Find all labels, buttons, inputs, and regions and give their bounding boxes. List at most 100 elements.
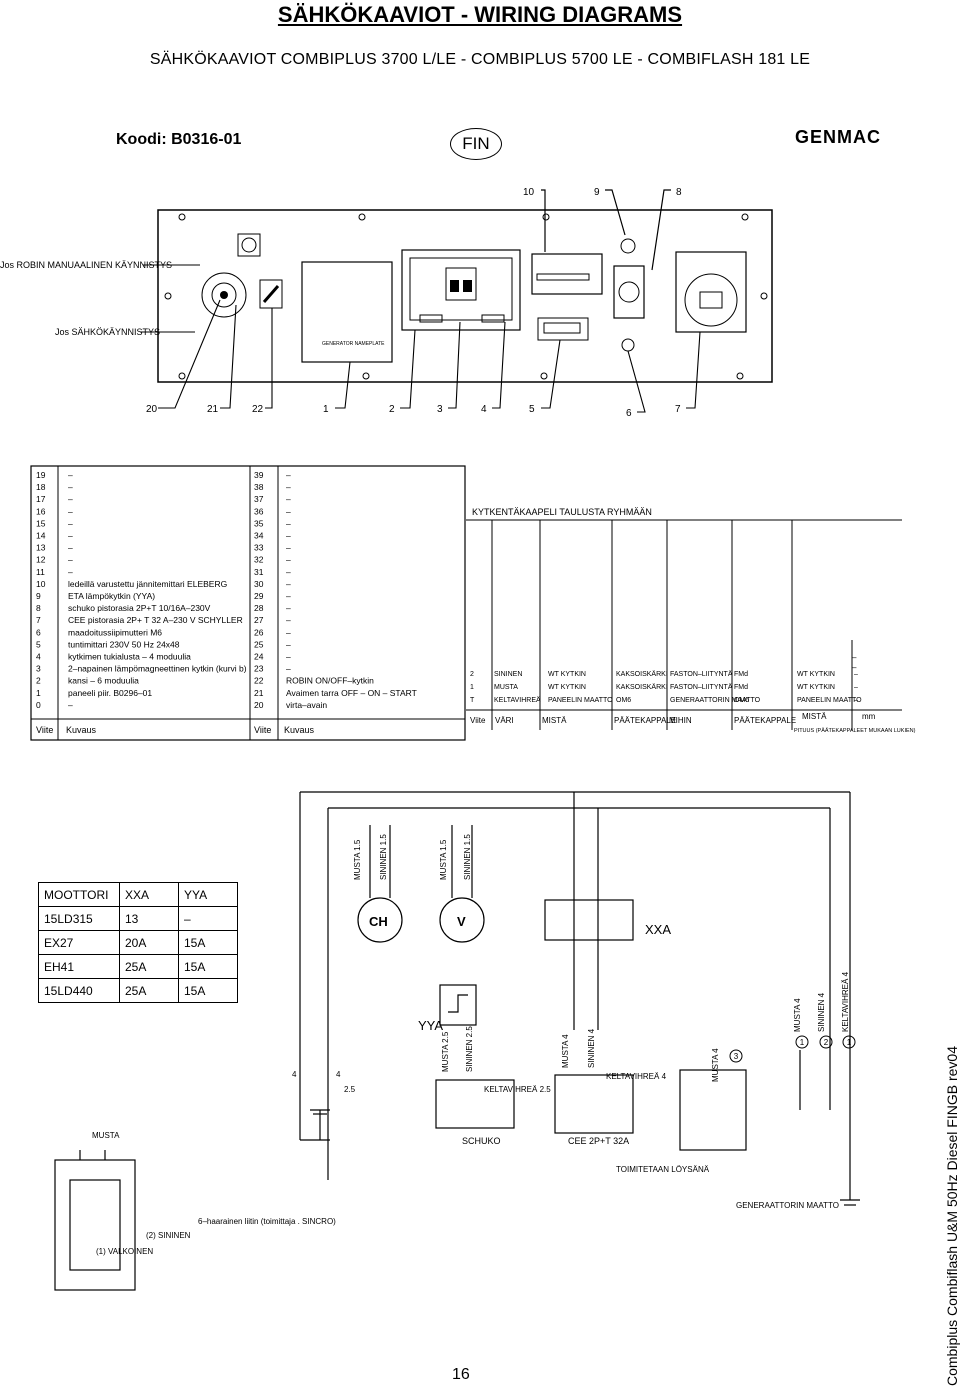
part-number: 8 [36, 603, 41, 613]
cable-cell: WT KYTKIN [797, 684, 835, 691]
part-number: 27 [254, 615, 264, 625]
cable-cell: – [854, 684, 858, 691]
part-number: 23 [254, 664, 264, 674]
part-number: 34 [254, 531, 264, 541]
part-description: – [68, 543, 73, 553]
page-title: SÄHKÖKAAVIOT - WIRING DIAGRAMS [277, 2, 683, 27]
part-number: 18 [36, 482, 46, 492]
part-description: 2–napainen lämpömagneettinen kytkin (kur… [68, 664, 247, 674]
cable-cell: WT KYTKIN [548, 671, 586, 678]
ground-wingnut-icon [621, 338, 635, 352]
page-subtitle: SÄHKÖKAAVIOT COMBIPLUS 3700 L/LE - COMBI… [149, 51, 811, 68]
part-description: – [286, 494, 291, 504]
panel-number-21: 21 [207, 404, 219, 415]
part-description: virta–avain [286, 700, 327, 710]
wire-label: SININEN 1.5 [379, 834, 388, 880]
thermal-breaker-icon [445, 267, 477, 301]
part-description: – [286, 531, 291, 541]
part-description: schuko pistorasia 2P+T 10/16A–230V [68, 603, 211, 613]
key-switch-icon [201, 272, 247, 318]
wiring-schematic: MUSTA 1.5 SININEN 1.5 MUSTA 1.5 SININEN … [54, 791, 860, 1291]
col-kuvaus-right: Kuvaus [284, 725, 315, 735]
col-viite-right: Viite [254, 725, 271, 735]
panel-number-9: 9 [594, 187, 600, 198]
part-description: – [286, 579, 291, 589]
cable-cell: FASTON–LIITYNTÄ [670, 683, 733, 691]
part-description: kansi – 6 moduulia [68, 676, 139, 686]
motor-cell: 15LD315 [38, 906, 120, 931]
part-number: 21 [254, 688, 264, 698]
part-number: 14 [36, 531, 46, 541]
part-description: – [286, 506, 291, 516]
part-description: ETA lämpökytkin (YYA) [68, 591, 155, 601]
wire-label: SININEN 2.5 [465, 1026, 474, 1072]
part-description: ROBIN ON/OFF–kytkin [286, 676, 374, 686]
part-description: kytkimen tukialusta – 4 moduulia [68, 652, 191, 662]
ch-meter-label: CH [369, 914, 388, 929]
part-number: 24 [254, 652, 264, 662]
language-badge: FIN [450, 128, 502, 160]
cable-cell: KAKSOISKÄRKI [616, 683, 668, 691]
cable-cell: GENERAATTORIN MAATTO [670, 697, 761, 704]
motor-cell: 15A [178, 978, 238, 1003]
generator-nameplate [301, 261, 393, 363]
schuko-label: SCHUKO [462, 1136, 501, 1146]
part-description: Avaimen tarra OFF – ON – START [286, 688, 417, 698]
wire-label: MUSTA 1.5 [439, 839, 448, 880]
panel-number-6: 6 [626, 408, 632, 419]
motor-cell: 13 [119, 906, 179, 931]
panel-number-10: 10 [523, 187, 535, 198]
part-description: – [286, 482, 291, 492]
marker-3-circle [729, 1049, 743, 1063]
part-number: 20 [254, 700, 264, 710]
cable-footer-note: PITUUS (PÄÄTEKAPPALEET MUKAAN LUKIEN) [794, 727, 916, 734]
part-number: 19 [36, 470, 46, 480]
part-description: CEE pistorasia 2P+ T 32 A–230 V SCHYLLER [68, 615, 243, 625]
document-id-side-text: Combiplus Combiflash U&M 50Hz Diesel FIN… [944, 1046, 960, 1386]
cable-cell: PANEELIN MAATTO [548, 697, 613, 704]
part-number: 25 [254, 639, 264, 649]
part-number: 12 [36, 555, 46, 565]
part-number: 28 [254, 603, 264, 613]
nameplate-text: GENERATOR NAMEPLATE [322, 341, 385, 347]
part-description: – [286, 664, 291, 674]
part-number: 37 [254, 494, 264, 504]
connector-sininen-label: (2) SININEN [146, 1231, 191, 1240]
part-description: – [68, 518, 73, 528]
part-description: – [286, 652, 291, 662]
wire-label: MUSTA 4 [793, 998, 802, 1032]
number-label: 4 [292, 1070, 297, 1079]
panel-number-7: 7 [675, 404, 681, 415]
part-description: – [68, 506, 73, 516]
part-description: – [68, 555, 73, 565]
cable-cell: 2 [470, 671, 474, 678]
on-off-switch-icon [259, 279, 283, 309]
part-number: 32 [254, 555, 264, 565]
part-number: 16 [36, 506, 46, 516]
connector-valkoinen-label: (1) VALKOINEN [96, 1247, 153, 1256]
indicator-square [237, 233, 261, 257]
cable-cell: FMd [734, 671, 748, 678]
part-description: – [286, 627, 291, 637]
panel-number-20: 20 [146, 404, 158, 415]
cable-header-mihin: MIHIN [669, 716, 692, 725]
connector-note-label: 6–haarainen liitin (toimittaja . SINCRO) [198, 1217, 336, 1226]
wire-label: SININEN 4 [587, 1028, 596, 1068]
part-description: – [68, 531, 73, 541]
cable-cell: WT KYTKIN [797, 671, 835, 678]
part-description: ledeillä varustettu jännitemittari ELEBE… [68, 579, 227, 589]
cee-socket-icon [675, 251, 747, 333]
wire-label: MUSTA 4 [711, 1048, 720, 1082]
part-description: – [286, 603, 291, 613]
part-description: – [68, 700, 73, 710]
marker-2-circle [819, 1035, 833, 1049]
marker-1: 1 [800, 1038, 805, 1047]
wire-label: MUSTA 4 [561, 1034, 570, 1068]
cee-label: CEE 2P+T 32A [568, 1136, 629, 1146]
cable-cell: WT KYTKIN [548, 684, 586, 691]
voltmeter-icon [531, 253, 603, 295]
col-kuvaus-left: Kuvaus [66, 725, 97, 735]
panel-number-8: 8 [676, 187, 682, 198]
